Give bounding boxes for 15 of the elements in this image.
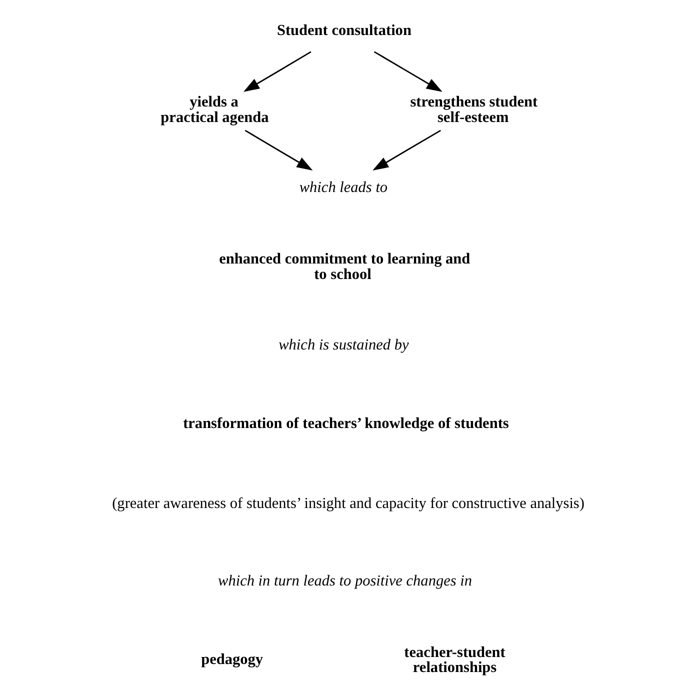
node-text: Student consultation — [276, 22, 412, 39]
label: which is sustained by — [278, 336, 409, 354]
label: teacher-student relationships — [404, 644, 506, 676]
label: enhanced commitment to learning and to school — [219, 250, 470, 284]
node-text: yields a practical agenda — [160, 93, 269, 126]
label: transformation of teachers’ knowledge of students — [183, 415, 509, 432]
label: (greater awareness of students’ insight and capacity for constructive analysis) — [112, 494, 584, 512]
arrow — [372, 130, 442, 170]
arrow — [243, 51, 312, 92]
node-text: strengthens student self-esteem — [410, 93, 538, 126]
label: pedagogy — [201, 650, 264, 668]
label: which in turn leads to positive changes in — [218, 572, 472, 590]
node-text: which leads to — [299, 179, 388, 196]
arrow — [374, 51, 442, 92]
arrow — [244, 130, 313, 170]
